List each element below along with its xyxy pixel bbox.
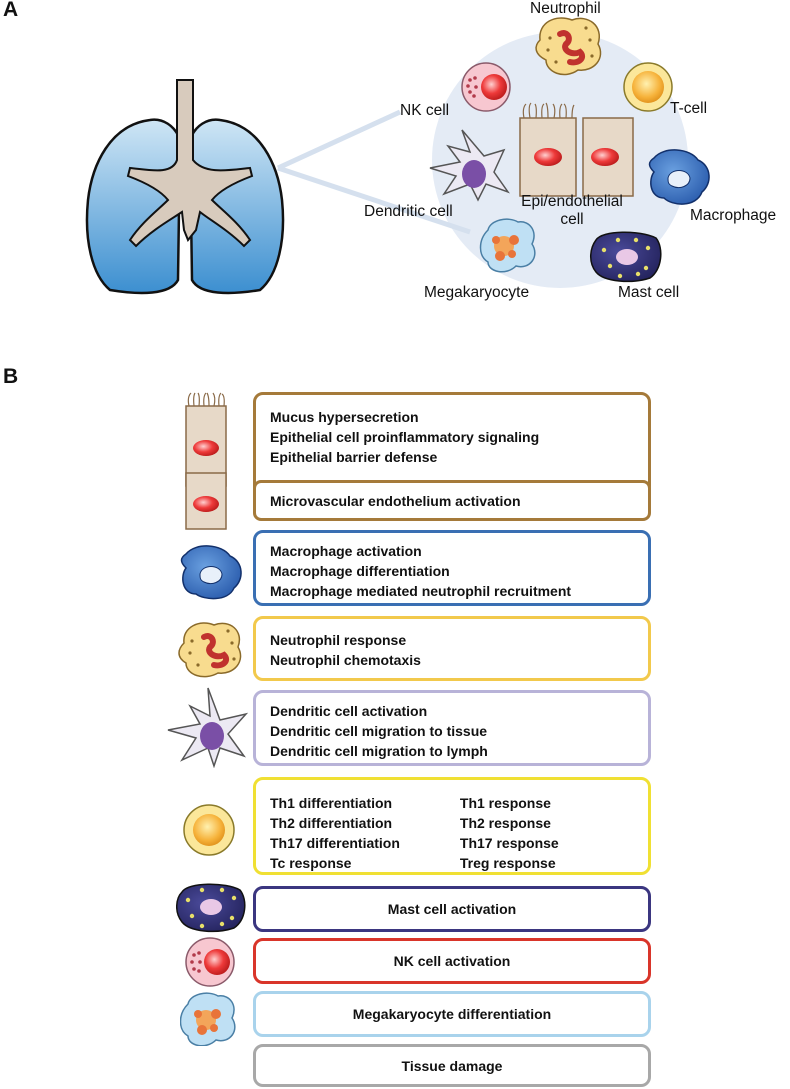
box-line: Dendritic cell migration to tissue	[270, 723, 488, 739]
connector-line-lower	[277, 165, 471, 235]
label-megakaryocyte: Megakaryocyte	[424, 284, 530, 301]
box-line: Th17 response	[459, 835, 559, 851]
megakaryocyte-icon	[180, 992, 236, 1046]
macrophage-functions-box: Macrophage activation Macrophage differe…	[253, 530, 651, 606]
box-line: NK cell activation	[393, 953, 511, 969]
label-t-cell: T-cell	[670, 100, 708, 117]
box-line: Megakaryocyte differentiation	[352, 1006, 552, 1022]
endothelial-cell-icon	[185, 472, 227, 530]
label-epi-endothelial-cell: Epi/endothelial cell	[521, 193, 623, 228]
endothelial-functions-box: Microvascular endothelium activation	[253, 480, 651, 521]
t-cell-icon	[183, 804, 235, 856]
macrophage-icon	[648, 149, 710, 205]
box-line: Microvascular endothelium activation	[270, 493, 521, 509]
t-cell-functions-box: Th1 differentiation Th2 differentiation …	[253, 777, 651, 875]
panel-b-letter: B	[3, 365, 19, 388]
panel-a-illustration	[85, 17, 710, 295]
label-mast-cell: Mast cell	[618, 284, 680, 301]
nk-cell-icon	[461, 62, 511, 112]
label-nk-cell: NK cell	[400, 102, 450, 119]
label-macrophage: Macrophage	[690, 207, 777, 224]
box-line: Th1 response	[459, 795, 551, 811]
megakaryocyte-functions-box: Megakaryocyte differentiation	[253, 991, 651, 1037]
dendritic-cell-functions-box: Dendritic cell activation Dendritic cell…	[253, 690, 651, 766]
panel-a-letter: A	[3, 0, 19, 21]
mast-cell-functions-box: Mast cell activation	[253, 886, 651, 932]
box-line: Macrophage activation	[270, 543, 422, 559]
nk-cell-functions-box: NK cell activation	[253, 938, 651, 984]
nk-cell-icon	[185, 937, 235, 987]
box-line: Th2 response	[459, 815, 551, 831]
epithelial-cell-icon	[519, 102, 577, 197]
box-line: Dendritic cell activation	[270, 703, 428, 719]
box-line: Macrophage differentiation	[270, 563, 450, 579]
box-line: Mast cell activation	[387, 901, 517, 917]
macrophage-icon	[180, 545, 242, 600]
megakaryocyte-icon	[479, 218, 536, 273]
lungs-icon	[85, 79, 285, 295]
box-line: Tissue damage	[401, 1057, 503, 1074]
box-line: Epithelial barrier defense	[270, 449, 438, 465]
dendritic-cell-icon	[429, 129, 510, 202]
t-cell-icon	[623, 62, 673, 112]
box-line: Treg response	[459, 855, 556, 871]
box-line: Tc response	[270, 855, 352, 871]
tissue-damage-box: Tissue damage	[253, 1044, 651, 1087]
box-line: Mucus hypersecretion	[270, 409, 419, 425]
mast-cell-icon	[590, 231, 662, 283]
box-line: Th17 differentiation	[270, 835, 400, 851]
dendritic-cell-icon	[167, 687, 248, 768]
label-dendritic-cell: Dendritic cell	[364, 203, 453, 220]
neutrophil-functions-box: Neutrophil response Neutrophil chemotaxi…	[253, 616, 651, 681]
box-line: Th1 differentiation	[270, 795, 393, 811]
neutrophil-icon	[178, 622, 242, 678]
t-cell-functions-left-column: Th1 differentiation Th2 differentiation …	[256, 780, 400, 872]
label-neutrophil: Neutrophil	[530, 0, 601, 17]
endothelial-cell-icon	[582, 117, 634, 197]
box-line: Epithelial cell proinflammatory signalin…	[270, 429, 540, 445]
box-line: Macrophage mediated neutrophil recruitme…	[270, 583, 572, 599]
box-line: Dendritic cell migration to lymph	[270, 743, 488, 759]
box-line: Th2 differentiation	[270, 815, 393, 831]
neutrophil-icon	[535, 17, 602, 76]
t-cell-functions-right-column: Th1 response Th2 response Th17 response …	[400, 780, 559, 872]
mast-cell-icon	[176, 883, 246, 933]
box-line: Neutrophil chemotaxis	[270, 652, 421, 668]
box-line: Neutrophil response	[270, 632, 407, 648]
epithelial-functions-box: Mucus hypersecretion Epithelial cell pro…	[253, 392, 651, 496]
connector-line-upper	[276, 109, 402, 171]
